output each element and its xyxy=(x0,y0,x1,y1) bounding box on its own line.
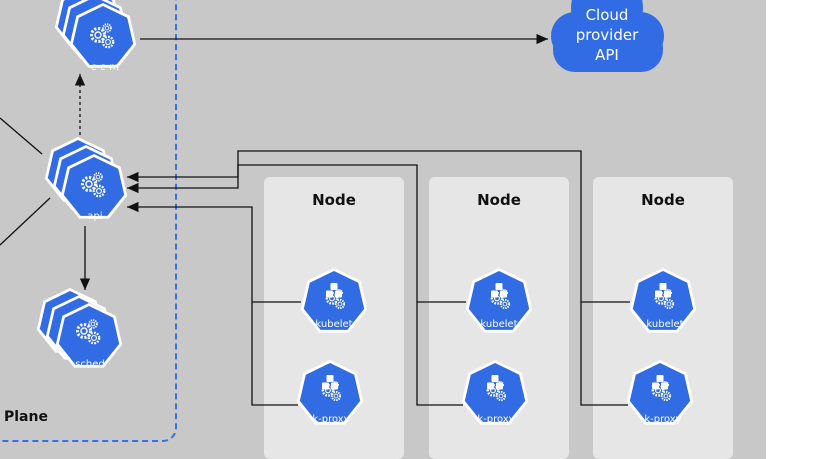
kubelet-icon[interactable]: kubelet xyxy=(300,268,368,333)
node-title: Node xyxy=(312,191,356,209)
kubelet-label: kubelet xyxy=(646,319,683,330)
kubelet-label: kubelet xyxy=(315,319,352,330)
scheduler-icon[interactable]: sched xyxy=(36,288,123,370)
api-server-icon[interactable]: api xyxy=(44,137,128,222)
cloud-provider-icon: Cloud provider API xyxy=(551,0,664,72)
sched-label: sched xyxy=(75,359,105,370)
kube-proxy-icon[interactable]: k-proxy xyxy=(461,360,529,425)
cloud-label-line: Cloud xyxy=(586,6,629,24)
node2-to-api-wire xyxy=(126,164,418,302)
cloud-controller-manager-icon[interactable]: c-c-m xyxy=(54,0,137,73)
ccm-label: c-c-m xyxy=(91,62,119,73)
cloud-label-line: provider xyxy=(576,26,639,44)
control-plane-boundary xyxy=(0,0,177,442)
kube-proxy-icon[interactable]: k-proxy xyxy=(296,360,364,425)
node-title: Node xyxy=(477,191,521,209)
kubelet-icon[interactable]: kubelet xyxy=(629,268,697,333)
kube-proxy-icon[interactable]: k-proxy xyxy=(626,360,694,425)
connector-line xyxy=(0,197,51,246)
cloud-label-line: API xyxy=(595,46,619,64)
kproxy-label: k-proxy xyxy=(312,414,349,425)
control-plane-label: Plane xyxy=(4,409,48,425)
node3-to-api-wire xyxy=(126,150,582,302)
kproxy-label: k-proxy xyxy=(644,414,681,425)
kubelet-label: kubelet xyxy=(480,319,517,330)
kproxy-label: k-proxy xyxy=(477,414,514,425)
connector-line xyxy=(0,117,43,155)
node-title: Node xyxy=(641,191,685,209)
kubelet-icon[interactable]: kubelet xyxy=(465,268,533,333)
api-label: api xyxy=(87,211,102,222)
node1-to-api-wire xyxy=(126,201,253,302)
